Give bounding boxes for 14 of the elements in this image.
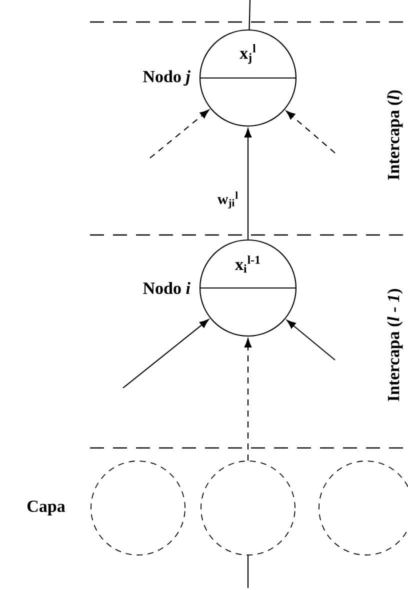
arrow [286,110,336,154]
dashed-circle [90,460,186,556]
arrow [244,338,252,461]
arrow [122,319,209,388]
dashed-circle [200,460,296,556]
layer-label: Intercapa (l - 1) [387,289,403,402]
arrow [150,110,210,158]
arrow [286,320,336,360]
layer-label: Capa [27,500,66,516]
edge-label: w$_{ji}$l [216,190,240,210]
node-label: Nodo i [143,282,190,294]
arrow [244,128,252,240]
node-label: Nodoj [143,70,190,86]
layer-label: Intercapa (l) [387,90,403,180]
